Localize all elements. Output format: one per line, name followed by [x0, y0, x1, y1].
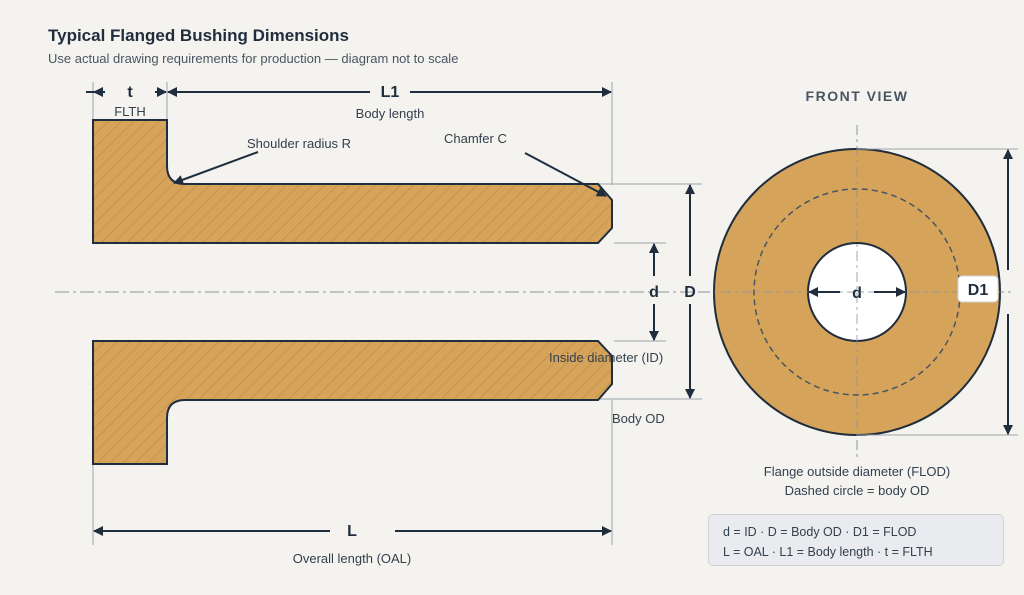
front-id-letter: d — [852, 285, 862, 302]
shoulder-leader — [173, 151, 259, 185]
t-letter: t — [127, 84, 133, 101]
t-caption: FLTH — [114, 104, 146, 119]
chamfer-label: Chamfer C — [444, 131, 507, 146]
id-caption: Inside diameter (ID) — [549, 350, 663, 365]
front-view-heading: FRONT VIEW — [806, 88, 909, 104]
diagram-title: Typical Flanged Bushing Dimensions — [48, 26, 350, 45]
l-letter: L — [347, 523, 357, 540]
bushing-lower-half — [92, 340, 613, 465]
legend-line-1: d = ID · D = Body OD · D1 = FLOD — [723, 525, 917, 539]
front-caption-line1: Flange outside diameter (FLOD) — [764, 464, 950, 479]
od-letter: D — [684, 284, 696, 301]
shoulder-radius-label: Shoulder radius R — [247, 136, 351, 151]
bushing-upper-half — [92, 119, 613, 244]
l1-caption: Body length — [356, 106, 425, 121]
front-caption-line2: Dashed circle = body OD — [785, 483, 930, 498]
diagram-subtitle: Use actual drawing requirements for prod… — [48, 51, 459, 66]
id-letter: d — [649, 284, 659, 301]
flange-od-letter: D1 — [968, 282, 989, 299]
legend-line-2: L = OAL · L1 = Body length · t = FLTH — [723, 545, 933, 559]
extension-lines — [92, 82, 702, 545]
legend-box: d = ID · D = Body OD · D1 = FLOD L = OAL… — [708, 514, 1004, 566]
l-caption: Overall length (OAL) — [293, 551, 412, 566]
od-caption: Body OD — [612, 411, 665, 426]
chamfer-leader — [524, 152, 607, 197]
d1-label-box — [957, 275, 999, 303]
l1-letter: L1 — [381, 84, 400, 101]
